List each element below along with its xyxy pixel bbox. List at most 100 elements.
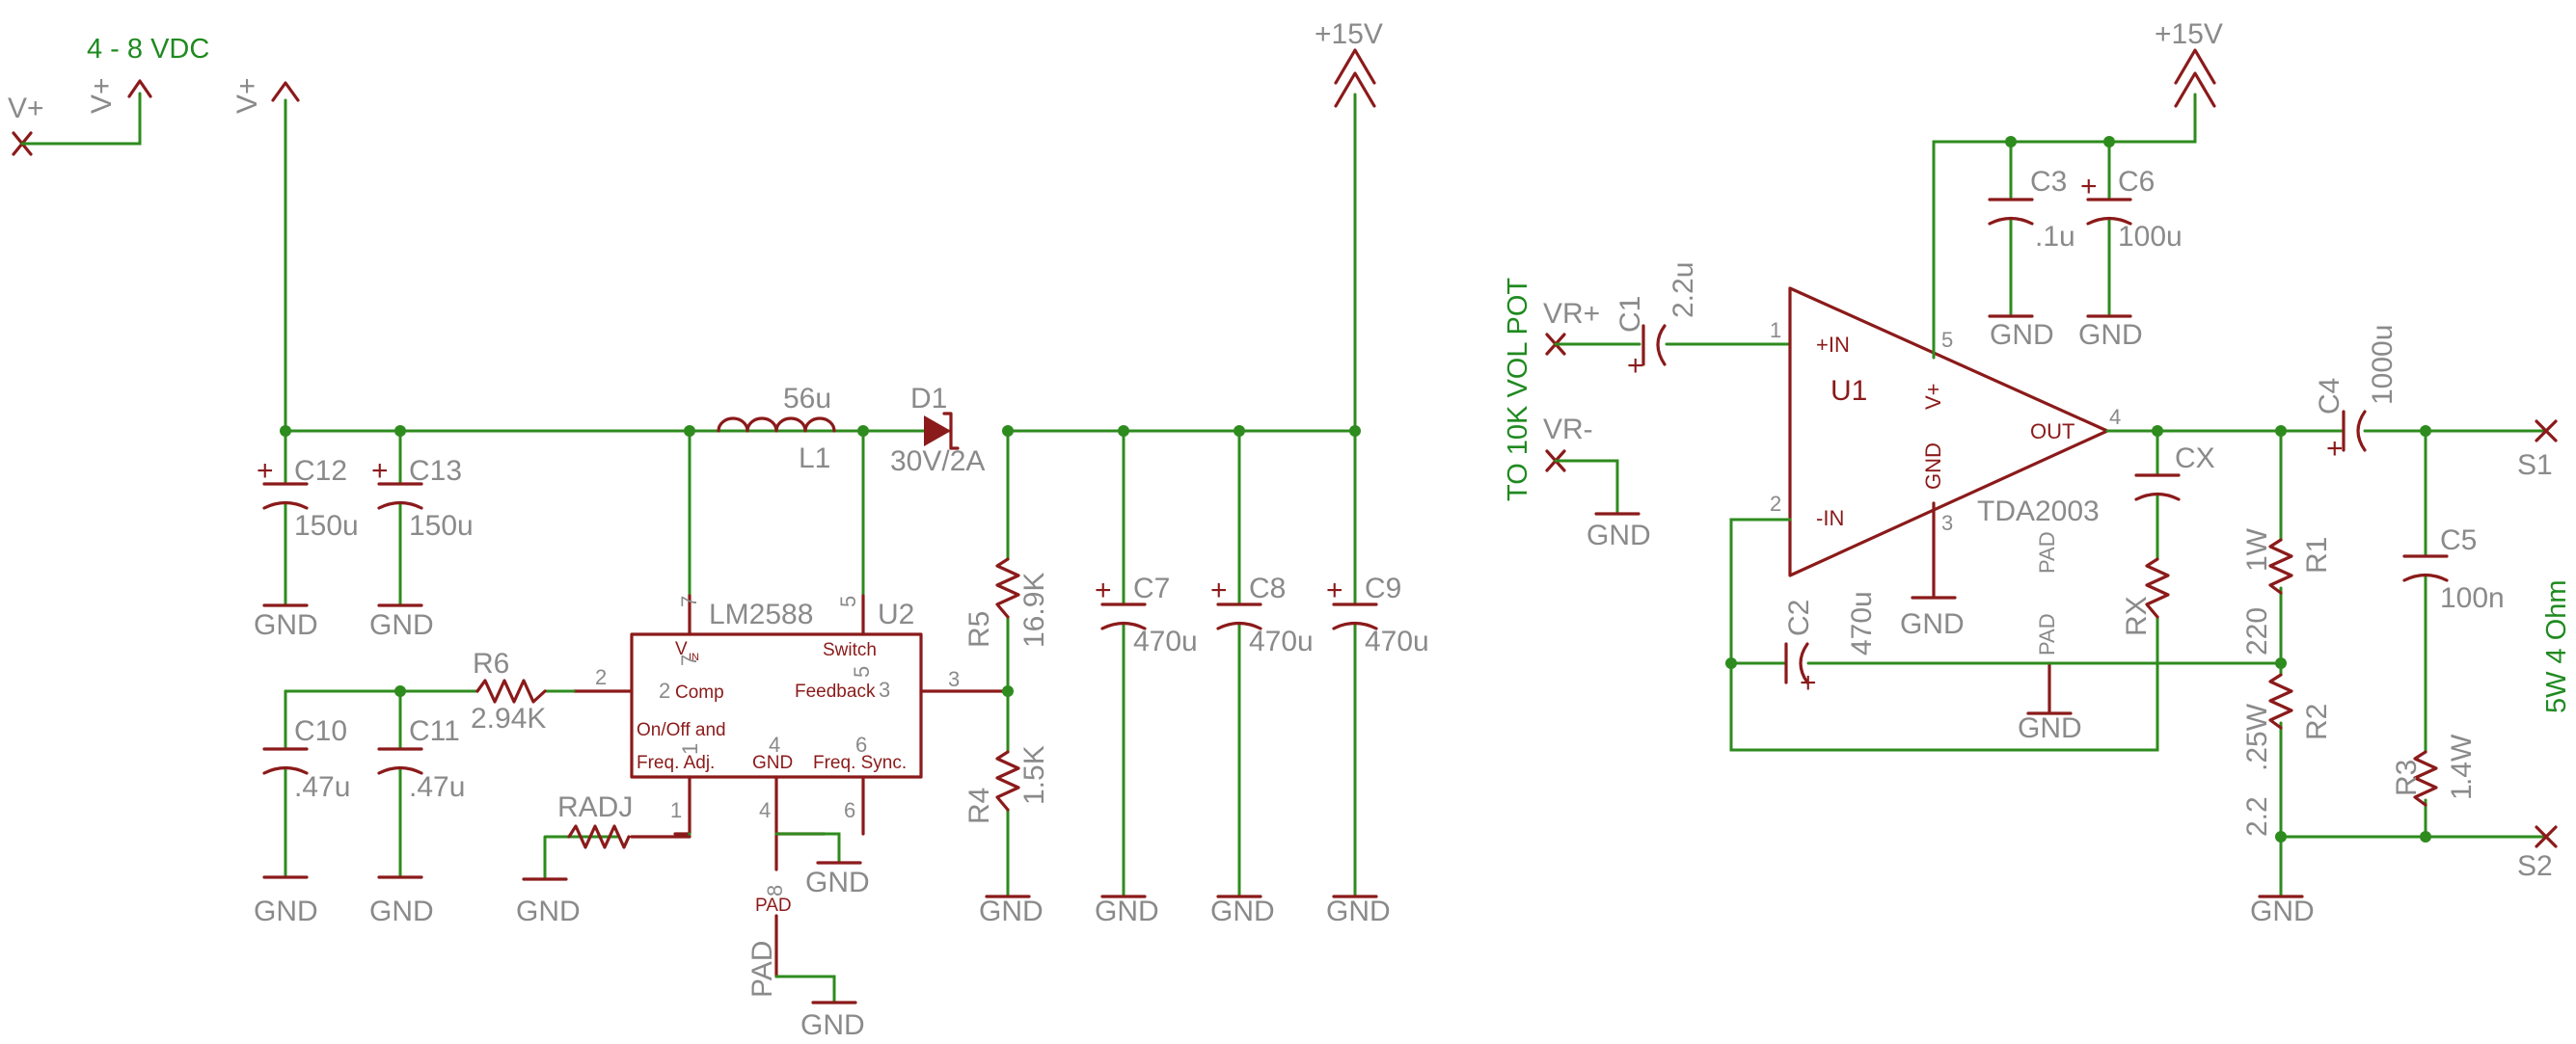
- l1-ref: L1: [799, 442, 830, 474]
- tda-pad: PAD PAD GND: [2018, 531, 2082, 744]
- svg-text:1: 1: [678, 743, 702, 755]
- speaker-note: 5W 4 Ohm: [2541, 579, 2572, 713]
- c8-ref: C8: [1249, 573, 1286, 604]
- resistor-r1: R1 1W 220: [2241, 527, 2333, 656]
- svg-text:+: +: [257, 455, 274, 487]
- capacitor-c13: + C13 150u: [371, 429, 474, 607]
- pin-freqsync-label: Freq. Sync.: [813, 753, 907, 773]
- c9-value: 470u: [1365, 626, 1429, 657]
- svg-text:GND: GND: [979, 896, 1044, 927]
- pin-in-minus-label: -IN: [1816, 506, 1844, 530]
- rail-15v-right: +15V: [1932, 18, 2223, 360]
- r1-ref: R1: [2301, 537, 2333, 574]
- c2-value: 470u: [1846, 591, 1878, 656]
- vr-plus-label: VR+: [1543, 298, 1600, 330]
- c4-value: 1000u: [2367, 325, 2399, 405]
- capacitor-c5: C5 100n: [2402, 524, 2505, 614]
- c8-value: 470u: [1249, 626, 1314, 657]
- svg-text:GND: GND: [254, 896, 318, 927]
- svg-text:GND: GND: [516, 896, 581, 927]
- l1-value: 56u: [783, 383, 831, 415]
- svg-text:6: 6: [855, 733, 867, 757]
- c6-ref: C6: [2118, 166, 2155, 198]
- svg-text:+: +: [1326, 575, 1343, 606]
- capacitor-cx: CX: [2134, 442, 2215, 501]
- output-network: [1729, 429, 2548, 898]
- svg-text:+: +: [1627, 350, 1644, 382]
- c12-value: 150u: [294, 510, 359, 542]
- rail-15v-label-1: +15V: [1315, 18, 1383, 50]
- pin-freqadj-label: Freq. Adj.: [637, 753, 715, 773]
- svg-text:8: 8: [763, 885, 787, 897]
- svg-text:5: 5: [1941, 328, 1953, 352]
- capacitor-c9: + C9 470u GND: [1326, 429, 1429, 927]
- pin-out-label: OUT: [2030, 419, 2074, 443]
- r3-power: .4W: [2446, 734, 2478, 786]
- c1-value: 2.2u: [1668, 262, 1699, 318]
- rail-15v-left: +15V: [1315, 18, 1383, 433]
- svg-text:+: +: [1800, 667, 1817, 699]
- capacitor-c7: + C7 470u GND: [1095, 429, 1198, 927]
- c7-value: 470u: [1133, 626, 1198, 657]
- pin-in-plus-label: +IN: [1816, 333, 1850, 357]
- u2-pad: 8 PAD PAD GND: [746, 885, 865, 1041]
- capacitor-c11: C11 .47u GND: [369, 689, 465, 927]
- svg-text:7: 7: [677, 596, 701, 607]
- u2-gnd: GND: [774, 832, 870, 898]
- pin-feedback-label: Feedback: [795, 682, 876, 702]
- svg-text:2: 2: [595, 665, 607, 689]
- resistor-r5: R5 16.9K: [963, 429, 1050, 898]
- pin-vin-sub: IN: [689, 652, 699, 663]
- svg-text:7: 7: [677, 655, 701, 666]
- c11-ref: C11: [409, 715, 460, 747]
- svg-text:3: 3: [879, 678, 890, 702]
- capacitor-c12: + C12 150u: [257, 429, 359, 607]
- c4-ref: C4: [2314, 378, 2346, 415]
- junctions-right: [1725, 136, 2431, 843]
- vplus-label-1: V+: [8, 93, 44, 124]
- rx-ref: RX: [2121, 596, 2153, 636]
- c7-ref: C7: [1133, 573, 1170, 604]
- gnd-c12-c13: GND GND: [254, 603, 434, 641]
- r2-power: .25W: [2241, 703, 2273, 771]
- svg-text:2: 2: [659, 679, 670, 703]
- svg-text:GND: GND: [1326, 896, 1391, 927]
- s2-label: S2: [2517, 850, 2553, 882]
- r2-ref: R2: [2301, 704, 2333, 740]
- tda2003-ic: +IN -IN OUT V+ GND U1 TDA2003 1 2 5 3 4: [1770, 286, 2121, 577]
- svg-text:GND: GND: [800, 1009, 865, 1041]
- resistor-r4: R4 1.5K GND: [963, 745, 1050, 927]
- svg-text:PAD: PAD: [755, 896, 792, 916]
- svg-text:PAD: PAD: [746, 941, 778, 998]
- svg-text:GND: GND: [2250, 896, 2315, 927]
- pin-switch-label: Switch: [823, 640, 877, 660]
- r6-ref: R6: [473, 648, 509, 680]
- c5-value: 100n: [2440, 582, 2505, 614]
- c5-ref: C5: [2440, 524, 2477, 556]
- pin-gnd-label: GND: [1921, 442, 1945, 490]
- svg-text:GND: GND: [1586, 520, 1651, 551]
- lm2588-ic: LM2588 U2 V IN Comp On/Off and Freq. Adj…: [572, 594, 1010, 871]
- svg-text:1: 1: [670, 798, 682, 822]
- c1-ref: C1: [1614, 296, 1646, 333]
- pin-onoff-label: On/Off and: [637, 720, 726, 740]
- svg-text:GND: GND: [369, 609, 434, 641]
- svg-text:GND: GND: [1095, 896, 1159, 927]
- c3-ref: C3: [2030, 166, 2067, 198]
- input-range-note: 4 - 8 VDC: [87, 34, 209, 65]
- resistor-radj: RADJ GND: [516, 791, 691, 927]
- vplus-rail: V+: [231, 77, 1357, 433]
- resistor-r2: R2 .25W 2.2 GND: [2241, 673, 2333, 927]
- pot-note: TO 10K VOL POT: [1503, 278, 1533, 501]
- svg-text:1: 1: [1770, 318, 1781, 342]
- inductor-l1: 56u L1: [717, 383, 836, 474]
- svg-text:GND: GND: [2078, 319, 2143, 351]
- capacitor-c2: + C2 470u: [1783, 591, 1878, 699]
- r3-value: 1: [2446, 784, 2478, 800]
- speaker-terminals: S1 S2: [2517, 419, 2558, 882]
- tda-gnd: GND: [1900, 501, 1965, 640]
- tda2003-part: TDA2003: [1977, 495, 2100, 527]
- capacitor-c3: C3 .1u GND: [1988, 140, 2075, 351]
